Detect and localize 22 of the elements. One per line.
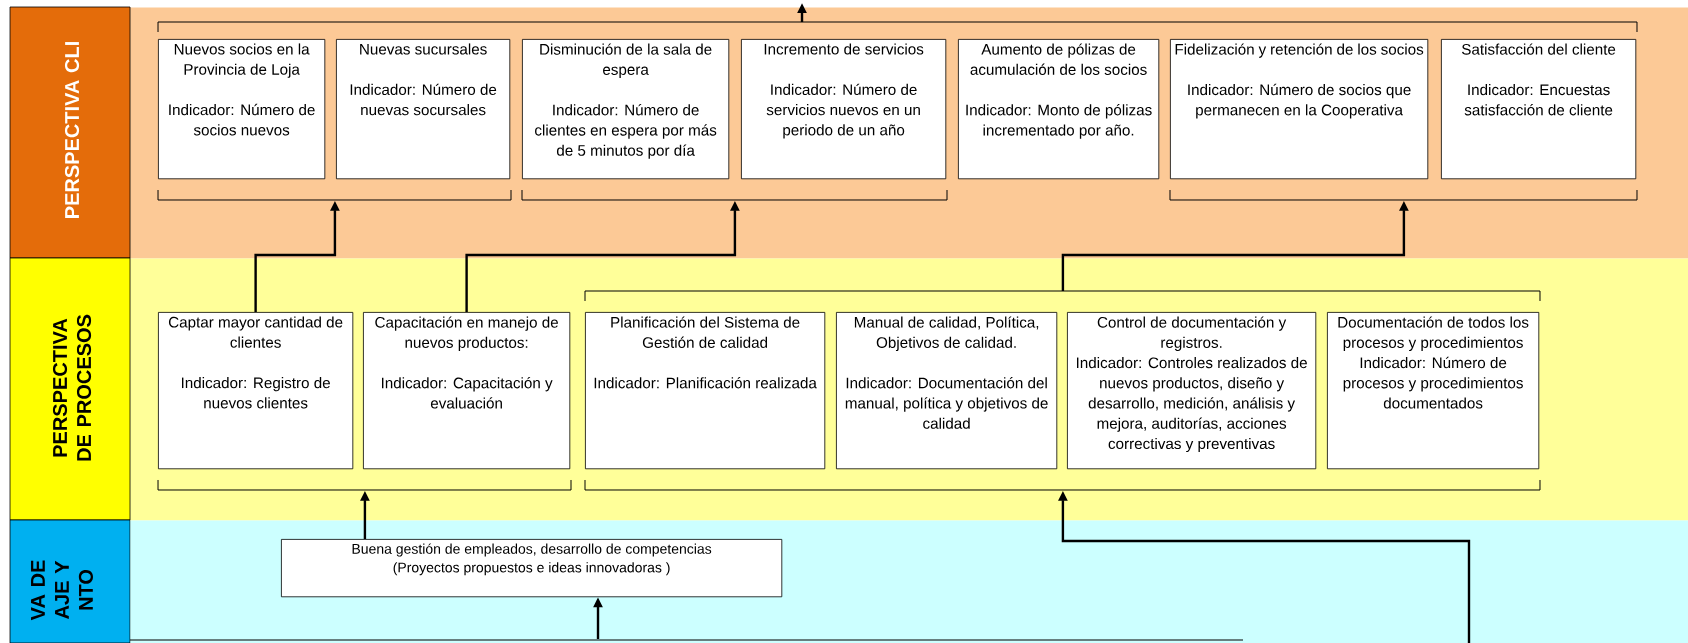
bracket (584, 290, 1541, 302)
bracket (157, 189, 512, 201)
bracket (584, 479, 1541, 491)
box-top-edge (129, 639, 1244, 641)
indicator-box: Captar mayor cantidad de clientes Indicador: Registro de nuevos clientes (158, 312, 354, 470)
indicator-box: Planificación del Sistema de Gestión de calidad Indicador: Planificación realizada (585, 312, 826, 470)
indicator-box: Disminución de la sala de espera Indicador: Número de clientes en espera por más de 5 minutos por día (522, 39, 730, 180)
bracket (1169, 189, 1638, 201)
bracket (157, 479, 572, 491)
indicator-box: Control de documentación y registros. Indicador: Controles realizados de nuevos productos, diseño y desarrollo, medición, análisis y mejora, auditorías, acciones correctivas y preventivas (1067, 312, 1317, 470)
bracket (157, 21, 1638, 33)
indicator-box: Buena gestión de empleados, desarrollo de competencias (Proyectos propuestos e ideas innovadoras ) (281, 539, 783, 598)
indicator-box: Documentación de todos los procesos y procedimientos Indicador: Número de procesos y procedimientos documentados (1327, 312, 1540, 470)
indicator-box: Satisfacción del cliente Indicador: Encuestas satisfacción de cliente (1441, 39, 1637, 180)
indicator-box: Incremento de servicios Indicador: Número de servicios nuevos en un periodo de un año (741, 39, 947, 180)
indicator-box: Manual de calidad, Política, Objetivos de calidad. Indicador: Documentación del manual, política y objetivos de calidad (836, 312, 1058, 470)
indicator-box: Capacitación en manejo de nuevos productos: Indicador: Capacitación y evaluación (363, 312, 571, 470)
indicator-box: Aumento de pólizas de acumulación de los socios Indicador: Monto de pólizas incrementado por año. (958, 39, 1160, 180)
indicator-box: Nuevas sucursales Indicador: Número de nuevas socursales (336, 39, 511, 180)
indicator-box: Nuevos socios en la Provincia de Loja Indicador: Número de socios nuevos (158, 39, 326, 180)
bracket (521, 189, 948, 201)
indicator-box: Fidelización y retención de los socios Indicador: Número de socios que permanecen en la Cooperativa (1170, 39, 1429, 180)
